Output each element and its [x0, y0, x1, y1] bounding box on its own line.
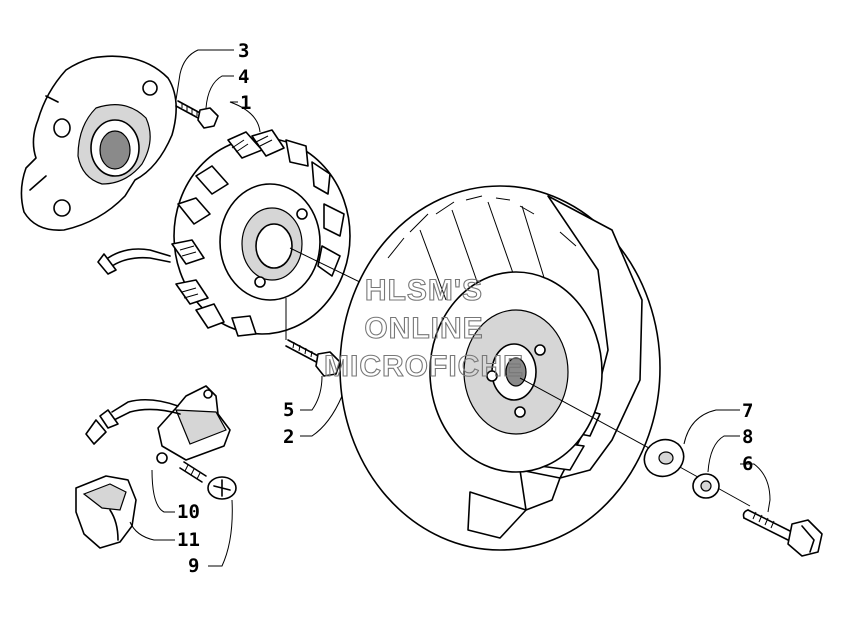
screw-9 — [179, 461, 237, 500]
stator-coil — [171, 129, 351, 337]
bolt-6 — [742, 509, 823, 557]
callout-numbers: 3 4 1 5 2 7 8 6 10 11 9 — [177, 40, 753, 577]
lockwasher-8 — [692, 473, 720, 499]
pulser-coil — [85, 385, 231, 464]
screw-4 — [175, 100, 219, 129]
protector-cap — [75, 475, 137, 549]
callout-11: 11 — [177, 529, 200, 551]
callout-10: 10 — [177, 501, 200, 523]
watermark-line-3: MICROFICHE — [324, 350, 524, 383]
callout-7: 7 — [742, 400, 753, 422]
watermark-line-1: HLSM'S — [365, 274, 483, 307]
callout-1: 1 — [240, 92, 251, 114]
flywheel — [339, 185, 661, 551]
stator-wire — [97, 248, 171, 275]
callout-3: 3 — [238, 40, 249, 62]
stator-plate — [20, 55, 177, 231]
watermark-line-2: ONLINE — [364, 312, 483, 345]
callout-6: 6 — [742, 453, 753, 475]
callout-2: 2 — [283, 426, 294, 448]
callout-9: 9 — [188, 555, 199, 577]
washer-7 — [643, 438, 685, 478]
callout-4: 4 — [238, 66, 249, 88]
screw-5 — [285, 339, 341, 377]
assembly-line-bolt — [519, 377, 661, 455]
callout-8: 8 — [742, 426, 753, 448]
callout-5: 5 — [283, 399, 294, 421]
leader-lines — [129, 49, 771, 567]
watermark: HLSM'S ONLINE MICROFICHE — [323, 273, 524, 383]
